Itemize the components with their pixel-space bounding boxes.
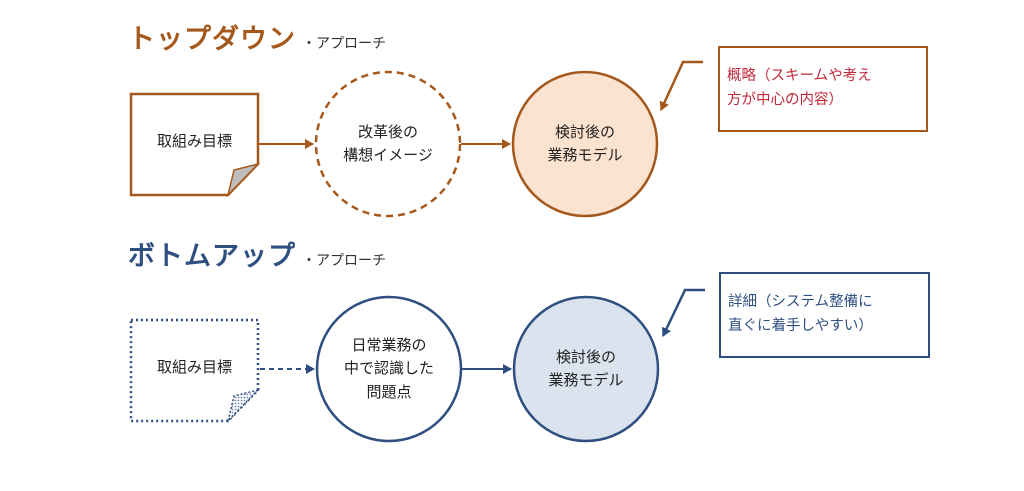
topdown-subtitle: ・アプローチ <box>302 36 386 52</box>
topdown-goal-label: 取組み目標 <box>156 132 232 151</box>
topdown-vision-circle <box>314 70 462 218</box>
bottomup-issues-label: 日常業務の 中で認識した 問題点 <box>343 336 434 401</box>
topdown-model-circle <box>511 70 659 218</box>
topdown-goal-note <box>129 92 261 198</box>
topdown-vision-label: 改革後の 構想イメージ <box>343 122 433 164</box>
topdown-title: トップダウン <box>128 24 296 55</box>
topdown-callout-text: 概略（スキームや考え 方が中心の内容） <box>727 68 872 108</box>
bottomup-goal-label: 取組み目標 <box>156 358 232 377</box>
bottomup-title: ボトムアップ <box>128 241 296 272</box>
bottomup-issues-circle <box>315 295 463 443</box>
bottomup-callout-box <box>719 272 930 358</box>
bottomup-subtitle: ・アプローチ <box>302 253 386 269</box>
topdown-model-label: 検討後の 業務モデル <box>547 122 623 164</box>
bottomup-callout-text: 詳細（システム整備に 直ぐに着手しやすい） <box>728 294 873 334</box>
topdown-section-title: トップダウン・アプローチ <box>128 26 386 53</box>
bottomup-model-circle <box>512 295 660 443</box>
topdown-callout-box <box>718 46 928 132</box>
bottomup-goal-note <box>129 318 261 424</box>
bottomup-section-title: ボトムアップ・アプローチ <box>128 243 386 270</box>
bottomup-callout-pointer <box>661 288 705 337</box>
bottomup-model-label: 検討後の 業務モデル <box>548 347 624 389</box>
topdown-callout-pointer <box>659 60 703 111</box>
